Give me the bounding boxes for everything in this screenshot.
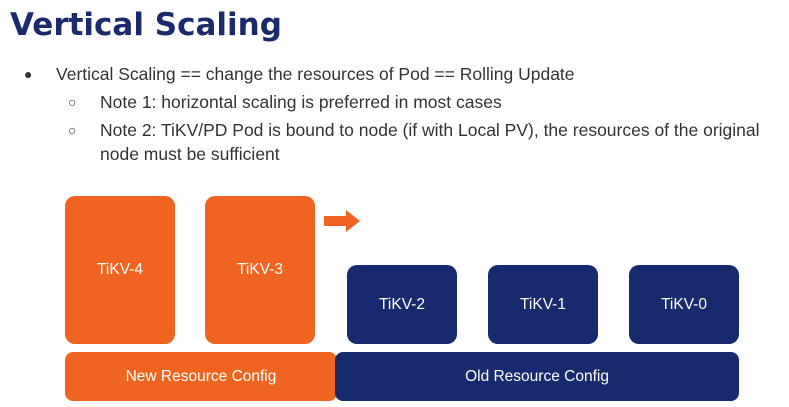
bullet-list: ● Vertical Scaling == change the resourc…	[22, 62, 782, 166]
filled-circle-bullet-icon: ●	[24, 66, 33, 82]
pod-label: TiKV-4	[97, 261, 143, 278]
config-label: New Resource Config	[125, 367, 277, 385]
pod-label: TiKV-1	[520, 295, 566, 313]
hollow-circle-bullet-icon: ○	[68, 94, 77, 110]
pod-tikv-3: TiKV-3	[205, 196, 315, 344]
hollow-circle-bullet-icon: ○	[68, 122, 77, 138]
main-bullet-text: Vertical Scaling == change the resources…	[56, 64, 575, 84]
note-1-text: Note 1: horizontal scaling is preferred …	[100, 92, 502, 112]
pod-label: TiKV-3	[237, 261, 283, 278]
pod-label: TiKV-0	[661, 295, 707, 313]
old-resource-config-bar: Old Resource Config	[335, 352, 739, 401]
pod-tikv-0: TiKV-0	[629, 265, 739, 344]
new-resource-config-bar: New Resource Config	[65, 352, 337, 401]
pod-tikv-1: TiKV-1	[488, 265, 598, 344]
sub-bullet-note-1: ○ Note 1: horizontal scaling is preferre…	[22, 90, 782, 114]
config-label: Old Resource Config	[465, 367, 609, 385]
right-arrow-icon	[324, 210, 360, 232]
pod-tikv-2: TiKV-2	[347, 265, 457, 344]
sub-bullet-note-2: ○ Note 2: TiKV/PD Pod is bound to node (…	[22, 118, 782, 166]
main-bullet: ● Vertical Scaling == change the resourc…	[22, 62, 782, 86]
slide-title: Vertical Scaling	[10, 7, 282, 43]
note-2-text: Note 2: TiKV/PD Pod is bound to node (if…	[100, 120, 760, 164]
pod-tikv-4: TiKV-4	[65, 196, 175, 344]
pod-label: TiKV-2	[379, 295, 425, 313]
